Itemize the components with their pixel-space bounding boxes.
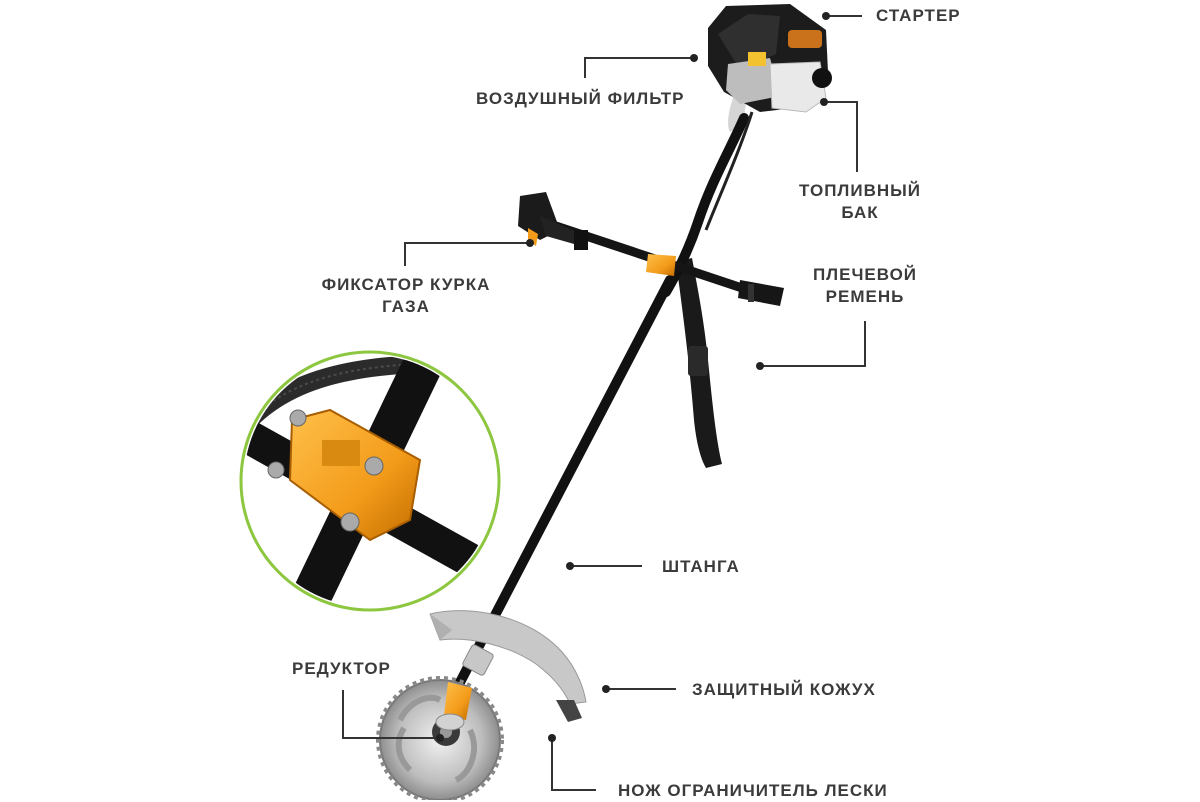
label-air-filter: ВОЗДУШНЫЙ ФИЛЬТР [476, 89, 685, 108]
label-shoulder-strap: ПЛЕЧЕВОЙ РЕМЕНЬ [800, 264, 930, 308]
label-fuel-tank: ТОПЛИВНЫЙ БАК [790, 180, 930, 224]
guard-cover [429, 610, 587, 722]
label-throttle-lock-line2: ГАЗА [382, 297, 430, 316]
label-throttle-lock-line1: ФИКСАТОР КУРКА [321, 275, 491, 294]
label-starter: СТАРТЕР [876, 6, 961, 25]
shoulder-strap [676, 258, 722, 468]
label-shoulder-strap-line2: РЕМЕНЬ [825, 287, 905, 306]
label-line-limiter-blade: НОЖ ОГРАНИЧИТЕЛЬ ЛЕСКИ [618, 781, 888, 800]
label-fuel-tank-line1: ТОПЛИВНЫЙ [799, 181, 921, 200]
label-guard: ЗАЩИТНЫЙ КОЖУХ [692, 680, 876, 699]
leader-lines [342, 15, 866, 791]
gearbox-head [435, 644, 494, 731]
label-throttle-lock: ФИКСАТОР КУРКА ГАЗА [308, 274, 504, 318]
leader-dots [436, 12, 830, 742]
label-fuel-tank-line2: БАК [841, 203, 879, 222]
label-gearbox: РЕДУКТОР [292, 659, 391, 678]
label-shoulder-strap-line1: ПЛЕЧЕВОЙ [812, 265, 918, 284]
engine-unit [708, 4, 832, 132]
label-shaft: ШТАНГА [662, 557, 740, 576]
handlebar [518, 192, 784, 306]
clamp-closeup-inset [239, 350, 501, 612]
